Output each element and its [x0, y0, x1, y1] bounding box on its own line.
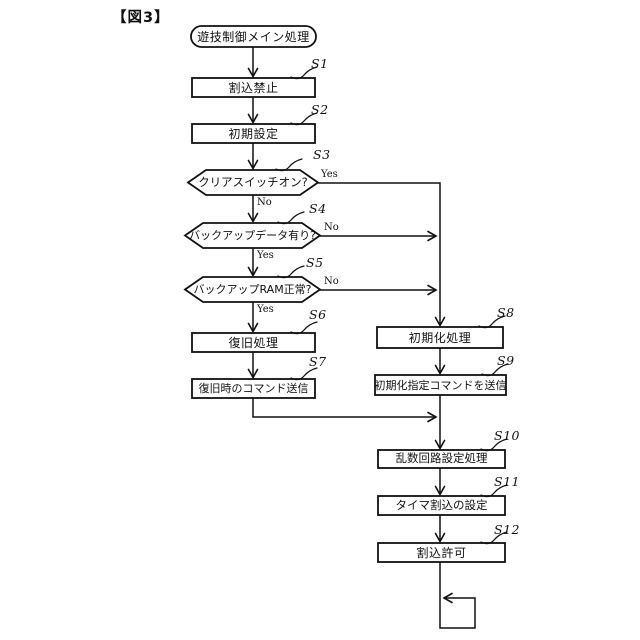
branch-s3-yes: Yes — [321, 169, 338, 180]
branch-s5-no: No — [324, 276, 339, 287]
process-box-s10 — [377, 449, 506, 469]
step-id-s11: S11 — [494, 474, 520, 489]
step-id-s4: S4 — [309, 201, 327, 216]
process-box-s9 — [374, 374, 507, 396]
step-id-s2: S2 — [311, 102, 329, 117]
node-shapes — [183, 25, 507, 563]
decision-hex-s4 — [183, 222, 322, 249]
terminal-start-label: 遊技制御メイン処理 — [197, 29, 310, 44]
step-id-s1: S1 — [311, 56, 329, 71]
process-box-s6 — [191, 332, 316, 353]
branch-s5-yes: Yes — [257, 304, 274, 315]
step-id-s6: S6 — [309, 307, 327, 322]
node-s2-label: 初期設定 — [228, 126, 279, 141]
process-box-s11 — [377, 495, 506, 516]
edge-s3-yes-s8 — [318, 182, 446, 328]
branch-s4-yes: Yes — [257, 250, 274, 261]
connector-lines — [247, 47, 476, 629]
squiggle-s12 — [480, 531, 508, 545]
step-id-s5: S5 — [306, 255, 324, 270]
node-s10-label: 乱数回路設定処理 — [395, 451, 488, 466]
process-box-s12 — [377, 542, 506, 563]
node-s3-label: クリアスイッチオン? — [198, 174, 308, 189]
figure-label: 【図3】 — [112, 10, 170, 26]
node-s7-label: 復旧時のコマンド送信 — [198, 382, 309, 395]
squiggle-s2 — [290, 112, 318, 126]
edge-loop-back — [439, 562, 476, 629]
branch-s4-no: No — [324, 222, 339, 233]
squiggle-s10 — [480, 438, 508, 452]
node-s12-label: 割込許可 — [416, 545, 467, 560]
step-id-s8: S8 — [497, 305, 515, 320]
node-s8-label: 初期化処理 — [408, 330, 472, 345]
squiggle-s11 — [480, 484, 508, 498]
node-s11-label: タイマ割込の設定 — [395, 497, 488, 512]
process-box-s7 — [191, 378, 316, 399]
step-id-s10: S10 — [494, 428, 520, 443]
node-s9-label: 初期化指定コマンドを送信 — [374, 378, 507, 392]
step-label-squiggles — [275, 66, 509, 545]
edge-s7-merge — [252, 398, 438, 423]
node-s4-label: バックアップデータ有り? — [189, 229, 316, 242]
process-box-s1 — [191, 77, 316, 98]
decision-hex-s5 — [183, 276, 322, 303]
process-box-s8 — [376, 326, 504, 349]
squiggle-s3 — [275, 158, 303, 172]
squiggle-s1 — [290, 66, 318, 80]
node-s1-label: 割込禁止 — [228, 80, 279, 95]
squiggle-s7 — [290, 367, 318, 381]
node-s5-label: バックアップRAM正常? — [193, 283, 312, 296]
step-id-s9: S9 — [497, 353, 515, 368]
step-id-s7: S7 — [309, 354, 327, 369]
squiggle-s9 — [481, 363, 509, 377]
node-s6-label: 復旧処理 — [228, 335, 279, 350]
branch-s3-no: No — [257, 197, 272, 208]
squiggle-s8 — [478, 315, 506, 329]
terminal-start-shape — [190, 25, 317, 48]
squiggle-s6 — [290, 321, 318, 335]
step-id-s3: S3 — [313, 147, 331, 162]
process-box-s2 — [191, 123, 316, 144]
squiggle-s5 — [277, 265, 305, 279]
step-id-s12: S12 — [494, 522, 520, 537]
squiggle-s4 — [277, 211, 305, 225]
decision-hex-s3 — [186, 169, 320, 196]
